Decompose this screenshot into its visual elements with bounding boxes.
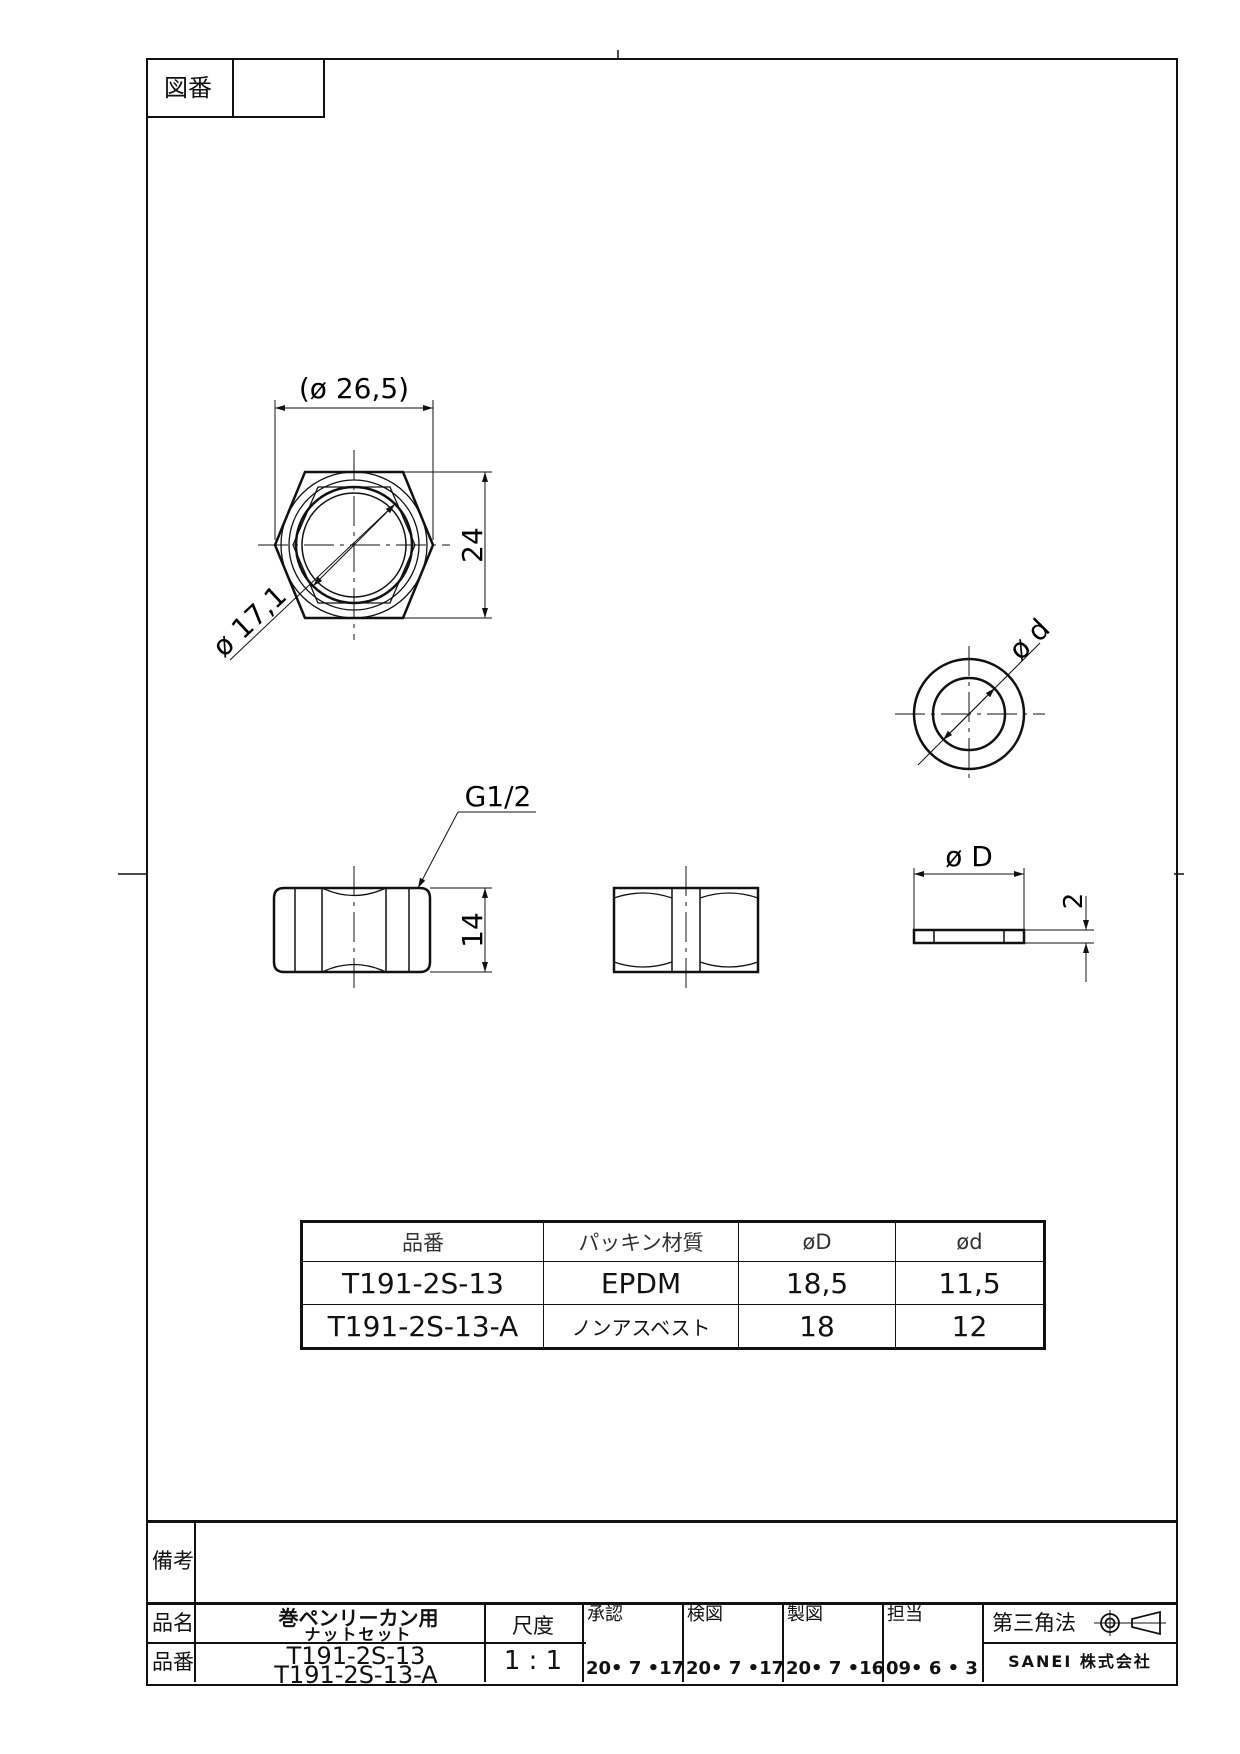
parts-table-header: 品番 パッキン材質 øD ød xyxy=(301,1221,1045,1262)
dim-washer-thickness-label: 2 xyxy=(1059,893,1089,910)
dim-thread-label: G1/2 xyxy=(465,780,532,813)
cell-part-number: T191-2S-13-A xyxy=(301,1304,544,1349)
cell-material: EPDM xyxy=(543,1261,739,1305)
part-number-label: 品番 xyxy=(152,1650,194,1674)
nut-side-view xyxy=(612,866,760,994)
cell-material: ノンアスベスト xyxy=(543,1304,739,1349)
dim-nut-bore-label: ø 17,1 xyxy=(206,579,293,663)
drawing-frame xyxy=(146,58,1178,1686)
approval-date: 20• 7 •16 xyxy=(786,1658,885,1679)
centering-marks xyxy=(118,50,1184,875)
dim-washer-outer-label: ø D xyxy=(945,840,993,873)
scale-label: 尺度 xyxy=(512,1614,554,1638)
approval-date: 20• 7 •17 xyxy=(586,1658,685,1679)
dim-nut-height-label: 14 xyxy=(456,912,489,948)
dim-nut-outer-label: (ø 26,5) xyxy=(299,372,409,405)
nut-top-view xyxy=(229,400,492,661)
cell-outer-diameter: 18 xyxy=(738,1304,896,1349)
header-inner-diameter: ød xyxy=(895,1221,1045,1262)
approval-label: 承認 xyxy=(587,1604,623,1625)
scale-value: 1 : 1 xyxy=(503,1646,563,1676)
part-number-line1: T191-2S-13 xyxy=(286,1642,426,1670)
header-outer-diameter: øD xyxy=(738,1221,896,1262)
remarks-label: 備考 xyxy=(152,1549,194,1573)
washer-top-view xyxy=(895,642,1045,784)
approval-label: 担当 xyxy=(887,1604,923,1625)
part-number-line2: T191-2S-13-A xyxy=(274,1661,438,1689)
approval-label: 製図 xyxy=(787,1604,823,1625)
parts-table: 品番 パッキン材質 øD ød T191-2S-13 EPDM 18,5 11,… xyxy=(300,1220,1046,1350)
table-row: T191-2S-13-A ノンアスベスト 18 12 xyxy=(301,1304,1045,1349)
approval-date: 09• 6 • 3 xyxy=(886,1658,978,1679)
title-block: 備考 品名 巻ペンリーカン用 ナットセット 品番 T191-2S-13 T191… xyxy=(146,1520,1176,1687)
drawing-number-label: 図番 xyxy=(164,74,212,102)
cell-outer-diameter: 18,5 xyxy=(738,1261,896,1305)
washer-side-view xyxy=(912,868,1094,982)
third-angle-projection-icon xyxy=(1094,1610,1166,1636)
product-name-line2: ナットセット xyxy=(304,1625,413,1644)
product-name-line1: 巻ペンリーカン用 xyxy=(278,1606,439,1630)
cell-part-number: T191-2S-13 xyxy=(301,1261,544,1305)
header-part-number: 品番 xyxy=(301,1221,544,1262)
dim-washer-inner-label: ø d xyxy=(1002,612,1056,666)
approval-label: 検図 xyxy=(687,1604,723,1625)
cell-inner-diameter: 11,5 xyxy=(895,1261,1045,1305)
drawing-number-box: 図番 xyxy=(146,58,325,118)
approval-date: 20• 7 •17 xyxy=(686,1658,785,1679)
table-row: T191-2S-13 EPDM 18,5 11,5 xyxy=(301,1261,1045,1305)
dim-nut-across-flats-label: 24 xyxy=(456,527,489,563)
product-name-label: 品名 xyxy=(152,1611,194,1635)
cell-inner-diameter: 12 xyxy=(895,1304,1045,1349)
company-name: SANEI 株式会社 xyxy=(1008,1652,1152,1671)
projection-label: 第三角法 xyxy=(992,1611,1076,1635)
nut-front-view xyxy=(272,811,536,994)
header-material: パッキン材質 xyxy=(543,1221,739,1262)
